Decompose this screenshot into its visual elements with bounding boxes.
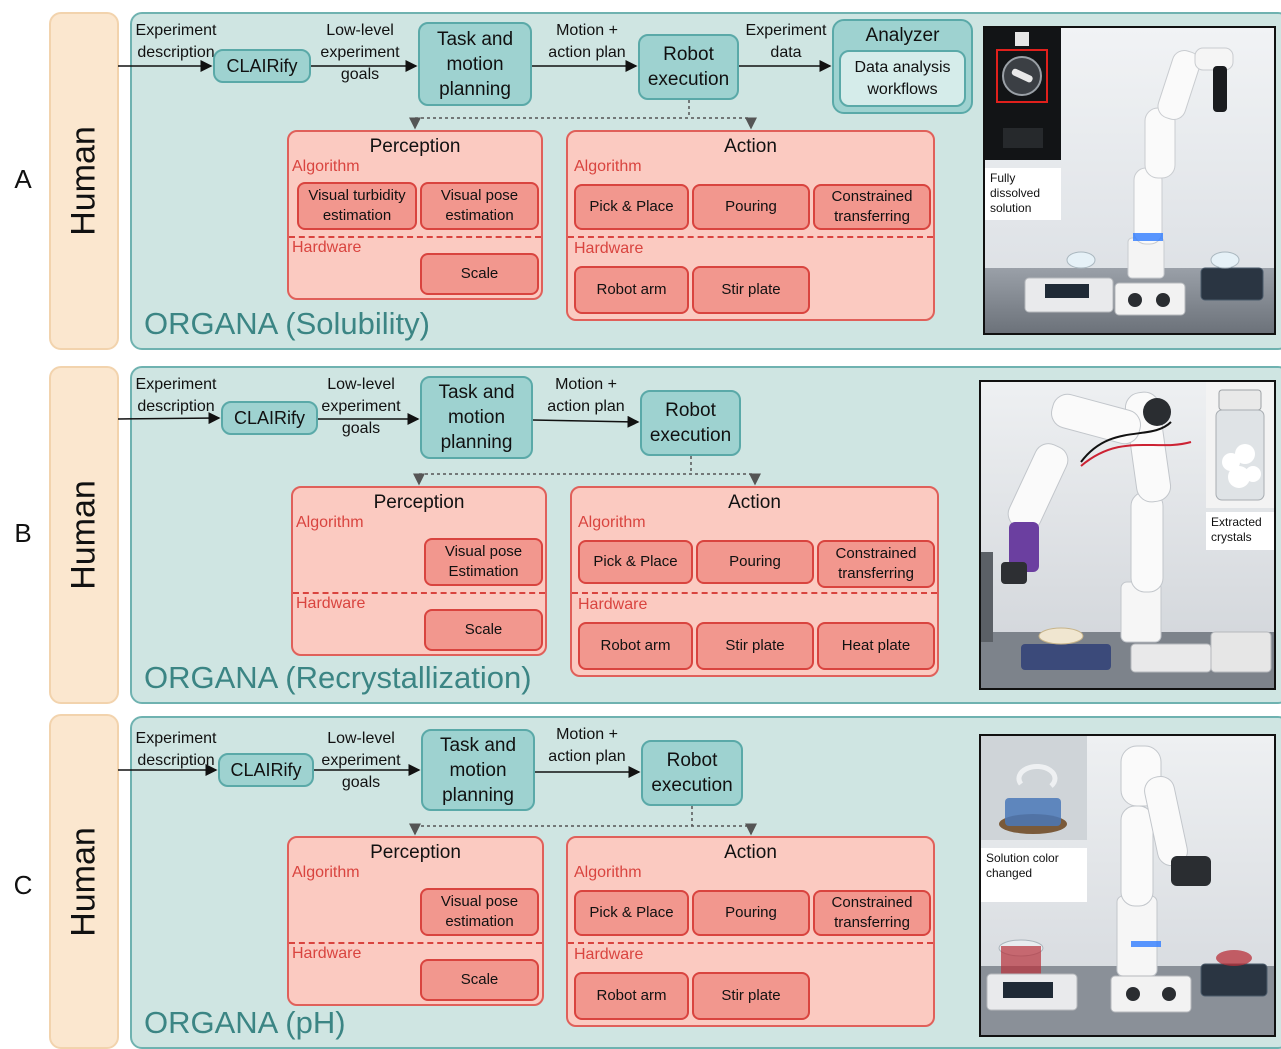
row-c-arrows — [118, 764, 757, 836]
robot-arm-chip: Robot arm — [574, 972, 689, 1020]
pick-place-chip: Pick & Place — [574, 184, 689, 230]
row-label-b: B — [14, 518, 32, 548]
algorithm-label: Algorithm — [296, 514, 364, 531]
visual-pose-chip: Visual pose estimation — [420, 182, 539, 230]
photo-caption-a: Fully dissolved solution — [985, 168, 1061, 220]
organa-title-c: ORGANA (pH) — [144, 1005, 346, 1040]
perception-title: Perception — [373, 492, 465, 513]
motion-action-plan-label: Motion + action plan — [547, 376, 625, 415]
divider — [568, 236, 933, 238]
perception-title: Perception — [370, 842, 461, 863]
low-level-goals-label: Low-level experiment goals — [321, 730, 401, 791]
divider — [293, 592, 545, 594]
low-level-goals-label: Low-level experiment goals — [321, 376, 401, 437]
algorithm-label: Algorithm — [292, 158, 360, 175]
pick-place-chip: Pick & Place — [574, 890, 689, 936]
stir-plate-chip: Stir plate — [692, 972, 810, 1020]
divider — [289, 942, 542, 944]
robot-execution-box: Robot execution — [641, 740, 743, 806]
constrained-transferring-chip: Constrained transferring — [817, 540, 935, 588]
robot-arm-chip: Robot arm — [574, 266, 689, 314]
heat-plate-chip: Heat plate — [817, 622, 935, 670]
hardware-label: Hardware — [292, 945, 362, 962]
divider — [568, 942, 933, 944]
experiment-data-label: Experiment data — [745, 22, 827, 61]
action-title: Action — [724, 136, 777, 157]
organa-title-a: ORGANA (Solubility) — [144, 306, 430, 341]
robot-photo-c: Solution color changed — [979, 734, 1276, 1037]
algorithm-label: Algorithm — [578, 514, 646, 531]
photo-caption-b: Extracted crystals — [1206, 512, 1274, 550]
pouring-chip: Pouring — [696, 540, 814, 584]
task-motion-planning-box: Task and motion planning — [420, 376, 533, 459]
experiment-description-label: Experiment description — [135, 730, 217, 769]
perception-box-c: Perception Algorithm Visual pose estimat… — [287, 836, 544, 1006]
action-title: Action — [724, 842, 777, 863]
clairify-box: CLAIRify — [221, 401, 318, 435]
hardware-label: Hardware — [292, 239, 362, 256]
robot-execution-box: Robot execution — [640, 390, 741, 456]
divider — [572, 592, 937, 594]
constrained-transferring-chip: Constrained transferring — [813, 890, 931, 936]
robot-photo-a-illustration — [985, 28, 1274, 333]
hardware-label: Hardware — [578, 596, 648, 613]
stir-plate-chip: Stir plate — [696, 622, 814, 670]
robot-execution-box: Robot execution — [638, 34, 739, 100]
scale-chip: Scale — [424, 609, 543, 651]
experiment-description-label: Experiment description — [135, 22, 217, 61]
hardware-label: Hardware — [296, 595, 366, 612]
pouring-chip: Pouring — [692, 184, 810, 230]
scale-chip: Scale — [420, 959, 539, 1001]
row-label-a: A — [14, 164, 32, 194]
photo-caption-c: Solution color changed — [981, 848, 1087, 902]
visual-turbidity-chip: Visual turbidity estimation — [297, 182, 417, 230]
experiment-description-label: Experiment description — [135, 376, 217, 415]
algorithm-label: Algorithm — [292, 864, 360, 881]
row-a-arrows — [118, 60, 832, 130]
row-b-arrows — [117, 412, 761, 486]
analyzer-title: Analyzer — [865, 25, 940, 46]
hardware-label: Hardware — [574, 240, 644, 257]
visual-pose-chip: Visual pose Estimation — [424, 538, 543, 586]
robot-photo-b: Extracted crystals — [979, 380, 1276, 690]
algorithm-label: Algorithm — [574, 864, 642, 881]
motion-action-plan-label: Motion + action plan — [548, 726, 626, 765]
divider — [289, 236, 541, 238]
human-box-b: Human — [49, 366, 119, 704]
clairify-box: CLAIRify — [213, 49, 311, 83]
human-box-c: Human — [49, 714, 119, 1049]
scale-chip: Scale — [420, 253, 539, 295]
perception-box-a: Perception Algorithm Visual turbidity es… — [287, 130, 543, 300]
analyzer-box: Analyzer Data analysis workflows — [832, 19, 973, 114]
hardware-label: Hardware — [574, 946, 644, 963]
constrained-transferring-chip: Constrained transferring — [813, 184, 931, 230]
task-motion-planning-box: Task and motion planning — [418, 22, 532, 106]
task-motion-planning-box: Task and motion planning — [421, 729, 535, 811]
action-title: Action — [728, 492, 781, 513]
visual-pose-chip: Visual pose estimation — [420, 888, 539, 936]
organa-title-b: ORGANA (Recrystallization) — [144, 660, 532, 695]
low-level-goals-label: Low-level experiment goals — [320, 22, 400, 83]
clairify-box: CLAIRify — [218, 753, 314, 787]
pouring-chip: Pouring — [692, 890, 810, 936]
stir-plate-chip: Stir plate — [692, 266, 810, 314]
perception-title: Perception — [369, 136, 461, 157]
data-analysis-box: Data analysis workflows — [839, 50, 966, 107]
action-box-b: Action Algorithm Pick & Place Pouring Co… — [570, 486, 939, 677]
algorithm-label: Algorithm — [574, 158, 642, 175]
pick-place-chip: Pick & Place — [578, 540, 693, 584]
action-box-c: Action Algorithm Pick & Place Pouring Co… — [566, 836, 935, 1027]
human-box-a: Human — [49, 12, 119, 350]
action-box-a: Action Algorithm Pick & Place Pouring Co… — [566, 130, 935, 321]
row-label-c: C — [13, 870, 33, 900]
robot-arm-chip: Robot arm — [578, 622, 693, 670]
motion-action-plan-label: Motion + action plan — [548, 22, 626, 61]
perception-box-b: Perception Algorithm Visual pose Estimat… — [291, 486, 547, 656]
robot-photo-a: Fully dissolved solution — [983, 26, 1276, 335]
